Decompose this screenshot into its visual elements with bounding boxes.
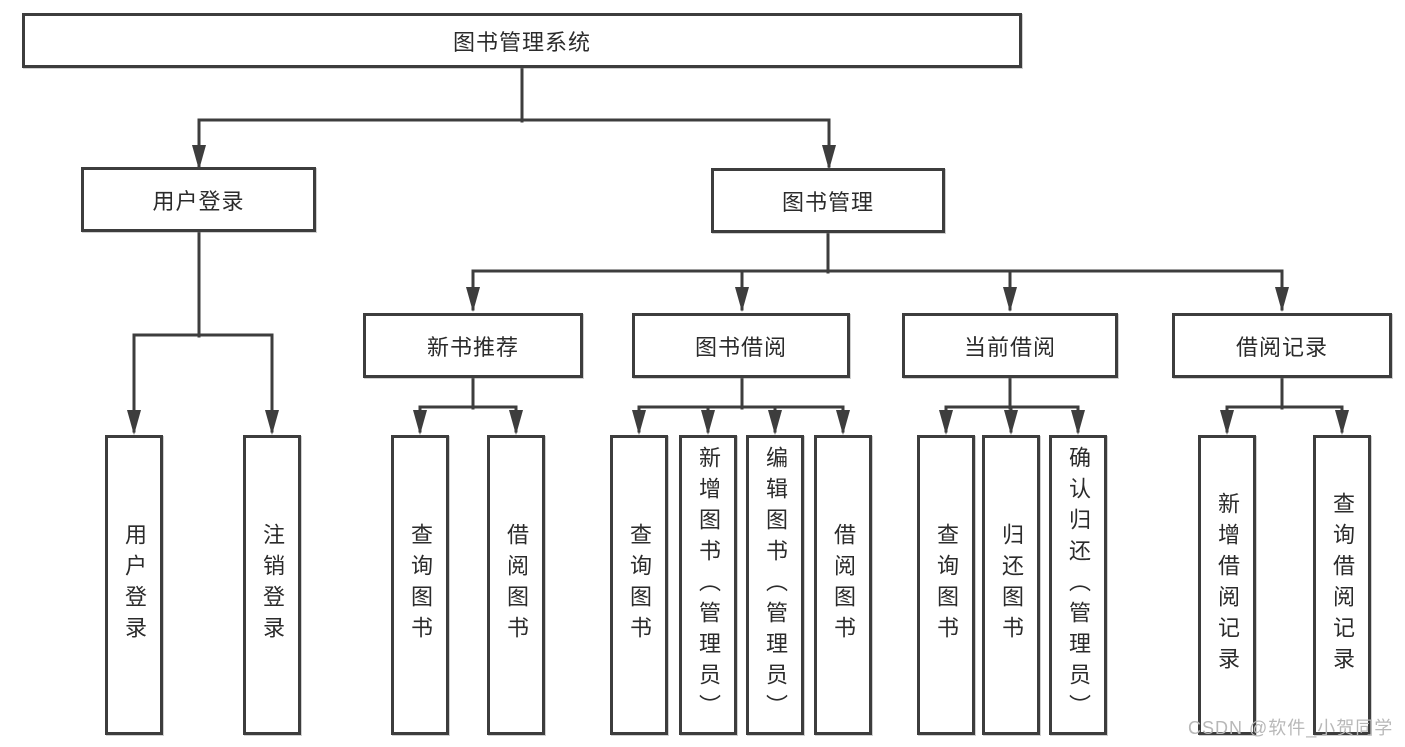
node-new-book-recommend: 新书推荐	[363, 313, 583, 378]
leaf-confirm-return-admin: 确认归还（管理员）	[1049, 435, 1107, 735]
arrowhead-icon	[265, 410, 279, 435]
arrowhead-icon	[822, 145, 836, 170]
node-borrow-records-label: 借阅记录	[1235, 334, 1328, 360]
leaf-borrow-books-label: 借阅图书	[831, 523, 856, 647]
leaf-query-books-borrow-label: 查询图书	[627, 523, 652, 647]
arrowhead-icon	[466, 287, 480, 312]
leaf-query-books-current: 查询图书	[917, 435, 975, 735]
leaf-add-book-admin: 新增图书（管理员）	[679, 435, 737, 735]
node-current-borrow-label: 当前借阅	[963, 334, 1056, 360]
arrowhead-icon	[1071, 410, 1085, 435]
leaf-add-borrow-record-label: 新增借阅记录	[1215, 492, 1240, 678]
arrowhead-icon	[1335, 410, 1349, 435]
leaf-logout-label: 注销登录	[260, 523, 285, 647]
arrowhead-icon	[939, 410, 953, 435]
arrowhead-icon	[735, 287, 749, 312]
arrowhead-icon	[768, 410, 782, 435]
arrowhead-icon	[701, 410, 715, 435]
node-root: 图书管理系统	[22, 13, 1022, 68]
arrowhead-icon	[413, 410, 427, 435]
arrowhead-icon	[127, 410, 141, 435]
leaf-logout: 注销登录	[243, 435, 301, 735]
leaf-query-books-borrow: 查询图书	[610, 435, 668, 735]
arrowhead-icon	[1275, 287, 1289, 312]
arrowhead-icon	[192, 145, 206, 170]
leaf-query-borrow-record: 查询借阅记录	[1313, 435, 1371, 735]
node-user-login-label: 用户登录	[152, 188, 245, 214]
leaf-add-borrow-record: 新增借阅记录	[1198, 435, 1256, 735]
leaf-edit-book-admin-label: 编辑图书（管理员）	[763, 445, 788, 725]
leaf-confirm-return-admin-label: 确认归还（管理员）	[1066, 445, 1091, 725]
arrowhead-icon	[1004, 410, 1018, 435]
leaf-query-books-current-label: 查询图书	[934, 523, 959, 647]
arrowhead-icon	[1220, 410, 1234, 435]
leaf-user-login: 用户登录	[105, 435, 163, 735]
node-root-label: 图书管理系统	[452, 29, 591, 55]
arrowhead-icon	[509, 410, 523, 435]
arrowhead-icon	[632, 410, 646, 435]
node-current-borrow: 当前借阅	[902, 313, 1118, 378]
node-borrow-records: 借阅记录	[1172, 313, 1392, 378]
leaf-return-book: 归还图书	[982, 435, 1040, 735]
arrowhead-icon	[836, 410, 850, 435]
node-new-book-recommend-label: 新书推荐	[426, 334, 519, 360]
leaf-edit-book-admin: 编辑图书（管理员）	[746, 435, 804, 735]
node-book-management: 图书管理	[711, 168, 945, 233]
node-book-borrow-label: 图书借阅	[694, 334, 787, 360]
leaf-return-book-label: 归还图书	[999, 523, 1024, 647]
leaf-query-books-recommend-label: 查询图书	[408, 523, 433, 647]
leaf-query-borrow-record-label: 查询借阅记录	[1330, 492, 1355, 678]
leaf-add-book-admin-label: 新增图书（管理员）	[696, 445, 721, 725]
leaf-query-books-recommend: 查询图书	[391, 435, 449, 735]
node-book-management-label: 图书管理	[781, 189, 874, 215]
arrowhead-icon	[1003, 287, 1017, 312]
leaf-user-login-label: 用户登录	[122, 523, 147, 647]
leaf-borrow-books-recommend-label: 借阅图书	[504, 523, 529, 647]
leaf-borrow-books: 借阅图书	[814, 435, 872, 735]
watermark: CSDN @软件_小贺同学	[1188, 718, 1394, 738]
node-book-borrow: 图书借阅	[632, 313, 850, 378]
leaf-borrow-books-recommend: 借阅图书	[487, 435, 545, 735]
node-user-login: 用户登录	[81, 167, 316, 232]
